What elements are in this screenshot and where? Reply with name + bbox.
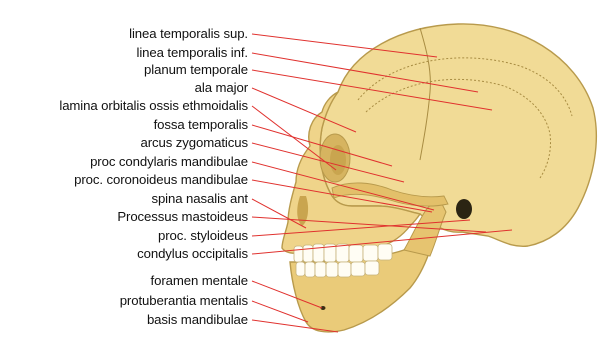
label-temporal-plane: planum temporale [144,62,248,78]
label-temporal-line-inf: linea temporalis inf. [136,45,248,61]
label-coronoid-process: proc. coronoideus mandibulae [74,172,248,188]
label-temporal-fossa: fossa temporalis [154,117,248,133]
label-orbital-lamina: lamina orbitalis ossis ethmoidalis [59,98,248,114]
label-mastoid-process: Processus mastoideus [117,209,248,225]
label-mental-foramen: foramen mentale [151,273,248,289]
label-temporal-line-sup: linea temporalis sup. [129,26,248,42]
label-mandible-base: basis mandibulae [147,312,248,328]
label-zygomatic-arch: arcus zygomaticus [140,135,248,151]
label-greater-wing: ala major [195,80,248,96]
label-styloid-process: proc. styloideus [158,228,248,244]
label-nasal-spine: spina nasalis ant [151,191,248,207]
label-condylar-process: proc condylaris mandibulae [90,154,248,170]
label-mental-protuberance: protuberantia mentalis [120,293,248,309]
label-occipital-condyle: condylus occipitalis [137,246,248,262]
